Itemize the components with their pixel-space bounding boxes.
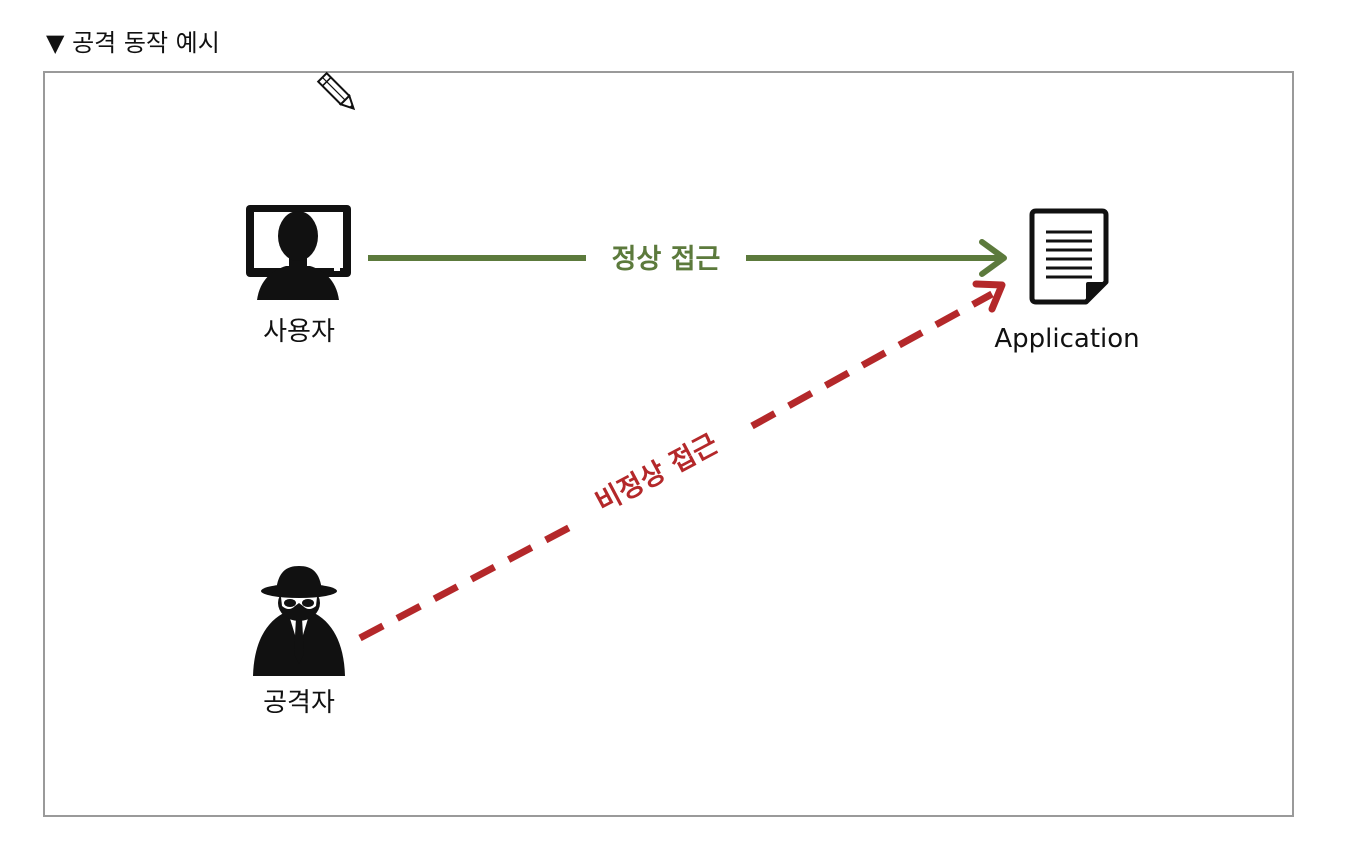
node-application: Application xyxy=(994,208,1140,354)
spy-attacker-icon xyxy=(253,566,345,676)
edge-normal-arrowhead xyxy=(979,239,1007,277)
node-application-label: Application xyxy=(994,324,1139,354)
edge-attack: 비정상 접근 xyxy=(358,280,1006,642)
edge-normal-label: 정상 접근 xyxy=(612,244,721,275)
pencil-icon xyxy=(316,71,356,111)
node-attacker-label: 공격자 xyxy=(263,688,335,718)
edge-attack-label: 비정상 접근 xyxy=(591,428,724,518)
edge-normal: 정상 접근 xyxy=(368,239,1007,277)
user-computer-icon xyxy=(246,205,351,300)
edge-attack-arrowhead xyxy=(972,280,1006,313)
edge-attack-line-lower xyxy=(358,519,580,642)
section-title: ▼ 공격 동작 예시 xyxy=(46,29,220,57)
document-icon xyxy=(1029,208,1109,305)
diagram-frame xyxy=(43,71,1294,817)
node-attacker: 공격자 xyxy=(253,566,345,718)
node-user: 사용자 xyxy=(246,205,351,347)
node-user-label: 사용자 xyxy=(263,317,335,347)
edge-attack-line-upper xyxy=(750,290,994,430)
